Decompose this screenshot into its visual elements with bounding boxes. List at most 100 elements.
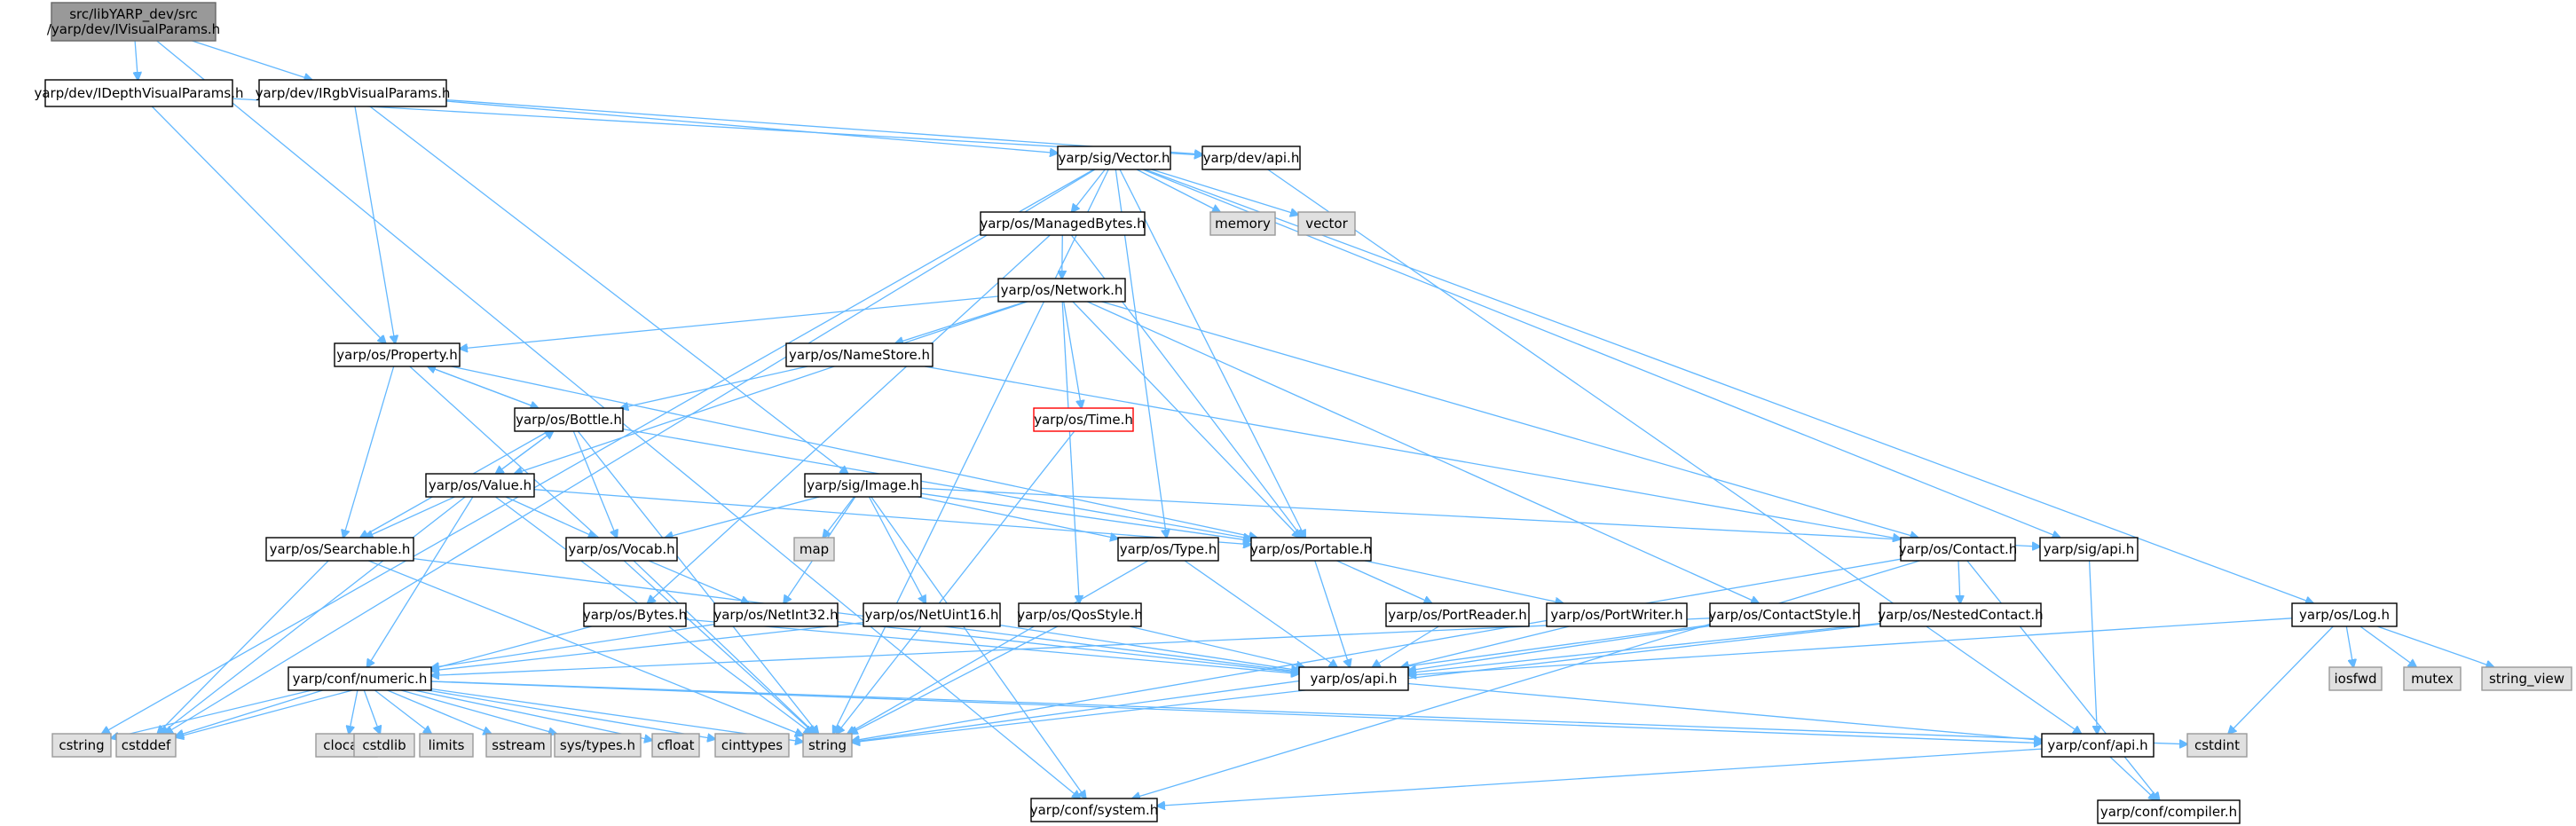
- edge-devapi-to-confapi: [1267, 169, 2082, 734]
- node-portwriter[interactable]: yarp/os/PortWriter.h: [1546, 602, 1688, 627]
- node-box: [1250, 537, 1372, 562]
- node-bottle[interactable]: yarp/os/Bottle.h: [514, 407, 624, 432]
- node-box: [258, 79, 447, 107]
- edge-network-to-value: [515, 301, 1028, 474]
- edge-namestore-to-bottle: [620, 366, 808, 408]
- node-compiler[interactable]: yarp/conf/compiler.h: [2097, 799, 2241, 824]
- edge-bottle-to-vocab: [572, 430, 617, 538]
- node-value[interactable]: yarp/os/Value.h: [425, 473, 535, 498]
- node-portreader[interactable]: yarp/os/PortReader.h: [1385, 602, 1530, 627]
- edge-namestore-to-contact: [924, 366, 1901, 539]
- node-searchable[interactable]: yarp/os/Searchable.h: [265, 537, 414, 562]
- node-confapi[interactable]: yarp/conf/api.h: [2041, 733, 2155, 758]
- node-label: vector: [1305, 216, 1348, 232]
- node-label: sys/types.h: [560, 737, 635, 753]
- edge-irgb-to-devapi: [445, 98, 1202, 154]
- node-label: yarp/os/PortWriter.h: [1550, 607, 1682, 623]
- node-box: [793, 537, 835, 562]
- edge-idepth-to-property: [151, 106, 385, 343]
- edge-network-to-time: [1063, 301, 1082, 408]
- edge-numeric-to-clocale: [349, 689, 358, 734]
- node-map: map: [793, 537, 835, 562]
- edge-portreader-to-osapi: [1373, 625, 1439, 667]
- node-vocab[interactable]: yarp/os/Vocab.h: [565, 537, 678, 562]
- edge-log-to-iosfwd: [2345, 625, 2353, 667]
- node-devapi[interactable]: yarp/dev/api.h: [1201, 146, 1301, 170]
- edge-network-to-qosstyle: [1061, 301, 1079, 603]
- node-label: /yarp/dev/IVisualParams.h: [47, 21, 220, 37]
- edge-numeric-to-limits: [374, 689, 431, 734]
- edge-managedbytes-to-bytes: [648, 234, 1051, 603]
- node-box: [2039, 537, 2139, 562]
- node-label: yarp/os/ManagedBytes.h: [980, 216, 1145, 232]
- node-network[interactable]: yarp/os/Network.h: [997, 278, 1126, 303]
- edge-irgb-to-image: [369, 106, 848, 474]
- edge-numeric-to-confapi: [430, 680, 2042, 743]
- node-idepth[interactable]: yarp/dev/IDepthVisualParams.h: [34, 79, 244, 107]
- node-osapi[interactable]: yarp/os/api.h: [1298, 666, 1409, 691]
- node-property[interactable]: yarp/os/Property.h: [334, 342, 461, 367]
- node-log[interactable]: yarp/os/Log.h: [2291, 602, 2398, 627]
- node-label: yarp/sig/Image.h: [807, 477, 919, 493]
- node-contactstyle[interactable]: yarp/os/ContactStyle.h: [1708, 602, 1861, 627]
- edge-log-to-cstdint: [2228, 625, 2334, 734]
- node-managedbytes[interactable]: yarp/os/ManagedBytes.h: [980, 211, 1146, 236]
- node-portable[interactable]: yarp/os/Portable.h: [1250, 537, 1372, 562]
- edge-netuint16-to-numeric: [431, 621, 864, 671]
- node-label: cstring: [59, 737, 104, 753]
- node-system[interactable]: yarp/conf/system.h: [1030, 798, 1159, 822]
- edge-numeric-to-cstdlib: [363, 689, 380, 734]
- node-label: yarp/os/Contact.h: [1899, 541, 2018, 557]
- node-box: [1033, 407, 1134, 432]
- node-sigapi[interactable]: yarp/sig/api.h: [2039, 537, 2139, 562]
- edge-numeric-to-cinttypes: [427, 689, 715, 739]
- edge-image-to-netuint16: [868, 496, 926, 603]
- node-label: yarp/os/QosStyle.h: [1017, 607, 1143, 623]
- node-irgb[interactable]: yarp/dev/IRgbVisualParams.h: [256, 79, 451, 107]
- node-box: [554, 733, 642, 758]
- node-qosstyle[interactable]: yarp/os/QosStyle.h: [1017, 602, 1143, 627]
- node-label: yarp/os/Network.h: [1001, 282, 1123, 298]
- node-label: string: [808, 737, 847, 753]
- node-label: yarp/os/NestedContact.h: [1878, 607, 2043, 623]
- node-image[interactable]: yarp/sig/Image.h: [804, 473, 922, 498]
- node-label: memory: [1215, 216, 1271, 232]
- node-box: [288, 666, 432, 691]
- node-nestedcontact[interactable]: yarp/os/NestedContact.h: [1878, 602, 2044, 627]
- node-netuint16[interactable]: yarp/os/NetUint16.h: [863, 602, 1001, 627]
- edge-image-to-type: [918, 496, 1118, 539]
- edge-numeric-to-cstdint: [430, 680, 2187, 744]
- nodes-layer: src/libYARP_dev/src/yarp/dev/IVisualPara…: [34, 2, 2572, 824]
- node-bytes[interactable]: yarp/os/Bytes.h: [583, 602, 687, 627]
- node-cstdint: cstdint: [2186, 733, 2248, 758]
- edge-searchable-to-string: [368, 560, 803, 736]
- node-label: src/libYARP_dev/src: [69, 6, 198, 23]
- node-label: cstdint: [2194, 737, 2240, 753]
- node-label: yarp/conf/system.h: [1030, 802, 1159, 818]
- node-label: yarp/os/PortReader.h: [1388, 607, 1527, 623]
- node-box: [2403, 666, 2462, 691]
- edge-root-to-idepth: [135, 40, 138, 80]
- edge-bottle-to-portable: [622, 428, 1251, 539]
- node-memory: memory: [1209, 211, 1276, 236]
- edge-idepth-to-devapi: [232, 98, 1202, 155]
- edge-network-to-contact: [1101, 301, 1918, 538]
- node-root[interactable]: src/libYARP_dev/src/yarp/dev/IVisualPara…: [47, 2, 220, 42]
- node-label: yarp/conf/api.h: [2047, 737, 2147, 753]
- edge-log-to-string_view: [2376, 625, 2493, 667]
- node-box: [2041, 733, 2155, 758]
- node-contact[interactable]: yarp/os/Contact.h: [1899, 537, 2018, 562]
- node-mutex: mutex: [2403, 666, 2462, 691]
- node-namestore[interactable]: yarp/os/NameStore.h: [785, 342, 934, 367]
- node-cstring: cstring: [51, 733, 112, 758]
- node-box: [804, 473, 922, 498]
- edge-property-to-searchable: [343, 366, 395, 538]
- node-type[interactable]: yarp/os/Type.h: [1117, 537, 1219, 562]
- node-box: [353, 733, 415, 758]
- node-numeric[interactable]: yarp/conf/numeric.h: [288, 666, 432, 691]
- node-box: [1209, 211, 1276, 236]
- node-netint32[interactable]: yarp/os/NetInt32.h: [713, 602, 839, 627]
- edge-vector_h-to-cstddef: [165, 169, 1096, 734]
- node-time[interactable]: yarp/os/Time.h: [1033, 407, 1134, 432]
- node-vector_h[interactable]: yarp/sig/Vector.h: [1057, 146, 1171, 170]
